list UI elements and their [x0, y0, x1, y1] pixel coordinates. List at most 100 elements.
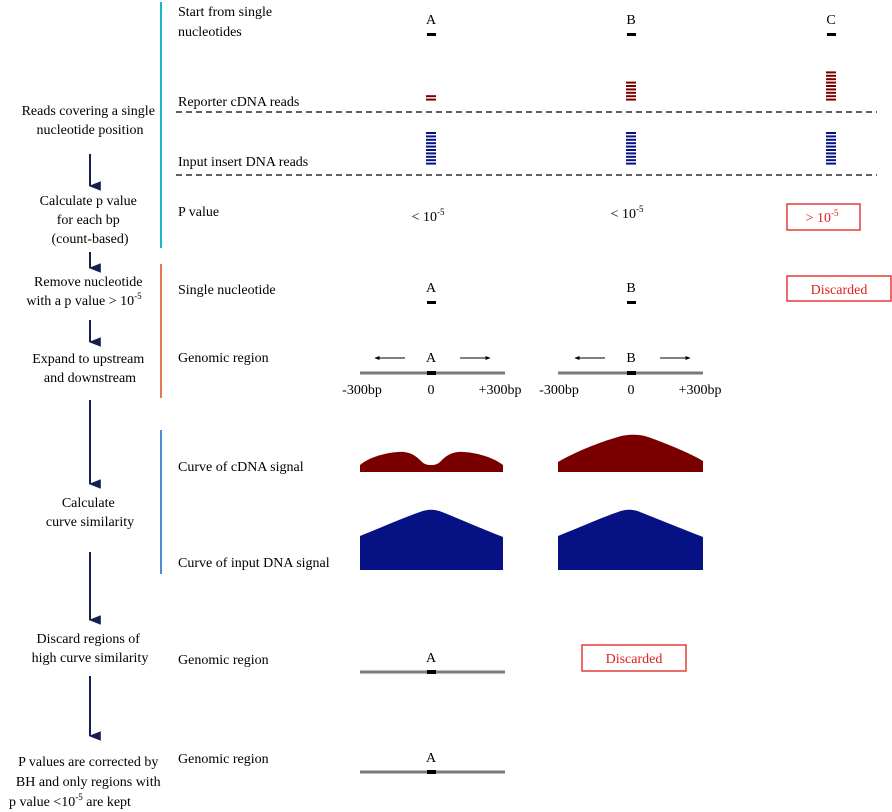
dna-read-b-10	[626, 132, 636, 134]
dna-curve-b	[558, 509, 703, 570]
site-a-marker-2	[427, 301, 436, 304]
dna-read-c-1	[826, 162, 836, 165]
start-label: Start from single nucleotides	[178, 5, 276, 40]
axis-center-a: 0	[428, 383, 435, 398]
single-nucleotide-label: Single nucleotide	[178, 283, 276, 298]
cdna-curve-a	[360, 451, 503, 472]
dna-read-c-9	[826, 135, 836, 138]
cdna-read-c-7	[826, 78, 836, 81]
cdna-read-c-8	[826, 74, 836, 77]
dna-read-c-3	[826, 155, 836, 158]
step-7-text: P values are corrected by BH and only re…	[9, 755, 164, 810]
pvalue-label: P value	[178, 205, 219, 220]
dna-read-a-8	[426, 138, 436, 141]
dna-read-c-6	[826, 145, 836, 148]
axis-right-b: +300bp	[679, 383, 722, 398]
dna-read-c-7	[826, 142, 836, 145]
cdna-read-b-2	[626, 95, 636, 98]
step-1-text: Reads covering a single nucleotide posit…	[22, 104, 159, 138]
cdna-read-b-1	[626, 98, 636, 101]
site-b-label: B	[626, 13, 635, 28]
dna-read-a-1	[426, 162, 436, 165]
region-center-a	[427, 371, 436, 375]
genomic-region-label-2: Genomic region	[178, 653, 269, 668]
site-a-marker	[427, 33, 436, 36]
cdna-read-c-3	[826, 91, 836, 94]
dna-read-b-7	[626, 142, 636, 145]
step-3-text: Remove nucleotide with a p value > 10-5	[26, 275, 146, 309]
discarded-c-label: Discarded	[811, 283, 868, 298]
dna-read-c-4	[826, 152, 836, 155]
step-5-text: Calculate curve similarity	[46, 496, 134, 530]
site-a-label-3: A	[426, 351, 437, 366]
dna-read-a-4	[426, 152, 436, 155]
cdna-read-b-6	[626, 81, 636, 84]
dna-read-c-5	[826, 149, 836, 151]
pvalue-c-box	[786, 203, 861, 231]
dna-read-b-3	[626, 155, 636, 158]
dna-read-a-7	[426, 142, 436, 145]
site-b-marker-2	[627, 301, 636, 304]
axis-left-a: -300bp	[342, 383, 382, 398]
cdna-read-c-2	[826, 95, 836, 98]
site-a-label: A	[426, 13, 437, 28]
dna-read-b-8	[626, 138, 636, 141]
genomic-region-label-3: Genomic region	[178, 752, 269, 767]
dna-read-a-10	[426, 132, 436, 134]
cdna-read-a-1	[426, 98, 436, 101]
site-a-label-5: A	[426, 751, 437, 766]
dna-read-c-8	[826, 138, 836, 141]
step-2-text: Calculate p value for each bp (count-bas…	[40, 194, 141, 247]
cdna-read-b-3	[626, 91, 636, 94]
site-b-label-2: B	[626, 281, 635, 296]
site-c-marker	[827, 33, 836, 36]
dna-read-b-2	[626, 159, 636, 162]
axis-right-a: +300bp	[479, 383, 522, 398]
axis-left-b: -300bp	[539, 383, 579, 398]
dna-curve-a	[360, 509, 503, 570]
reporter-reads-label: Reporter cDNA reads	[178, 95, 299, 110]
step-4-text: Expand to upstream and downstream	[32, 352, 147, 386]
cdna-read-a-2	[426, 95, 436, 98]
step-6-text: Discard regions of high curve similarity	[32, 632, 149, 666]
cdna-read-c-6	[826, 81, 836, 84]
site-a-label-4: A	[426, 651, 437, 666]
cdna-read-c-4	[826, 88, 836, 91]
site-c-label: C	[826, 13, 835, 28]
dna-read-b-1	[626, 162, 636, 165]
pvalue-a: < 10-5	[412, 207, 445, 225]
site-b-label-3: B	[626, 351, 635, 366]
discarded-c-box	[786, 275, 892, 302]
dna-read-a-3	[426, 155, 436, 158]
region-center-b	[627, 371, 636, 375]
dna-read-a-2	[426, 159, 436, 162]
dna-read-a-9	[426, 135, 436, 138]
dna-read-a-6	[426, 145, 436, 148]
discarded-b-box	[581, 644, 687, 672]
dna-read-b-4	[626, 152, 636, 155]
dna-read-c-10	[826, 132, 836, 134]
site-b-marker	[627, 33, 636, 36]
region-center-a-3	[427, 770, 436, 774]
input-reads-label: Input insert DNA reads	[178, 155, 308, 170]
cdna-read-b-5	[626, 85, 636, 87]
dna-read-b-5	[626, 149, 636, 151]
read-stacks	[426, 71, 836, 165]
pvalue-b: < 10-5	[611, 204, 644, 222]
dna-read-a-5	[426, 149, 436, 151]
cdna-read-c-5	[826, 85, 836, 87]
pvalue-c: > 10-5	[806, 208, 839, 226]
cdna-curve-label: Curve of cDNA signal	[178, 460, 304, 475]
dna-read-b-9	[626, 135, 636, 138]
discarded-b-label: Discarded	[606, 652, 663, 667]
dna-read-b-6	[626, 145, 636, 148]
genomic-region-label-1: Genomic region	[178, 351, 269, 366]
cdna-read-c-9	[826, 71, 836, 74]
axis-center-b: 0	[628, 383, 635, 398]
cdna-read-b-4	[626, 88, 636, 91]
site-a-label-2: A	[426, 281, 437, 296]
dna-read-c-2	[826, 159, 836, 162]
dna-curve-label: Curve of input DNA signal	[178, 556, 330, 571]
cdna-read-c-1	[826, 98, 836, 101]
